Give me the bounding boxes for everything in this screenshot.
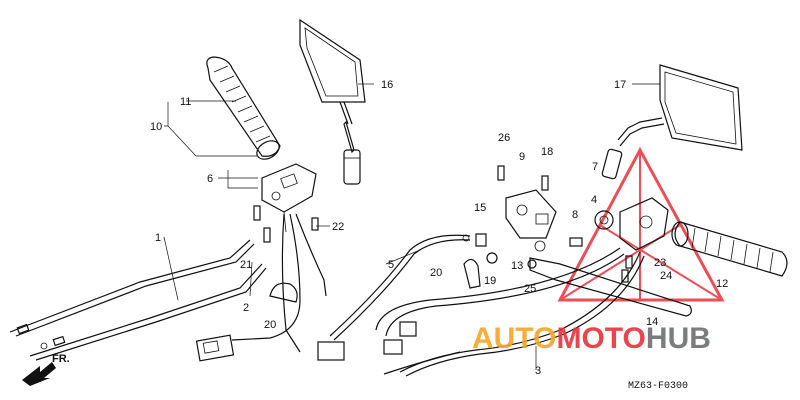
callout-14: 14 [646, 316, 658, 328]
diagram-code: MZ63-F0300 [628, 381, 688, 392]
left-grip [206, 56, 281, 160]
callout-3: 3 [535, 365, 541, 377]
front-direction-arrow: FR. [22, 353, 70, 386]
callout-8: 8 [572, 209, 578, 221]
callout-21: 21 [240, 259, 252, 271]
right-switch-housing [594, 197, 669, 251]
svg-text:AUTOMOTOHUB: AUTOMOTOHUB [472, 322, 711, 355]
callout-13: 13 [511, 260, 523, 272]
callout-9: 9 [519, 151, 525, 163]
callout-17: 17 [614, 79, 626, 91]
callout-25: 25 [524, 283, 536, 295]
callout-4: 4 [591, 194, 597, 206]
callout-18: 18 [541, 146, 553, 158]
callout-20-right: 20 [430, 267, 442, 279]
left-switch-harness [195, 213, 327, 362]
callout-20-left: 20 [264, 319, 276, 331]
callout-11: 11 [180, 96, 191, 108]
callout-26: 26 [498, 132, 510, 144]
callout-24: 24 [660, 270, 672, 282]
watermark-hub: HUB [646, 322, 711, 355]
brake-lever [529, 257, 692, 317]
cable-clamp-right [463, 258, 481, 289]
watermark-moto: MOTO [556, 322, 645, 355]
callout-6: 6 [207, 173, 213, 185]
callout-10: 10 [150, 121, 162, 133]
callout-1: 1 [155, 232, 161, 244]
callout-7: 7 [592, 161, 598, 173]
watermark-text: AUTOMOTOHUB [472, 322, 711, 355]
right-mirror [601, 64, 743, 180]
clutch-cable [329, 234, 471, 341]
cable-clamp-left [269, 282, 298, 303]
throttle-cables [9, 239, 267, 361]
callout-22: 22 [332, 221, 344, 233]
callout-5: 5 [388, 259, 394, 271]
watermark-auto: AUTO [472, 322, 556, 355]
callout-labels: 1 2 3 4 5 6 7 8 9 10 11 12 13 14 15 16 1… [150, 79, 728, 377]
callout-16: 16 [381, 79, 393, 91]
callout-12: 12 [716, 278, 728, 290]
direction-label: FR. [52, 353, 70, 365]
callout-23: 23 [654, 257, 666, 269]
callout-leaders [163, 83, 660, 370]
right-switch-harness [317, 247, 645, 377]
callout-2: 2 [243, 302, 249, 314]
right-grip [671, 221, 788, 277]
callout-19: 19 [484, 275, 496, 287]
lever-bracket [505, 189, 557, 252]
left-switch-housing [261, 163, 317, 233]
left-mirror [299, 18, 366, 185]
screws-and-bolts [253, 165, 633, 283]
callout-15: 15 [474, 202, 486, 214]
